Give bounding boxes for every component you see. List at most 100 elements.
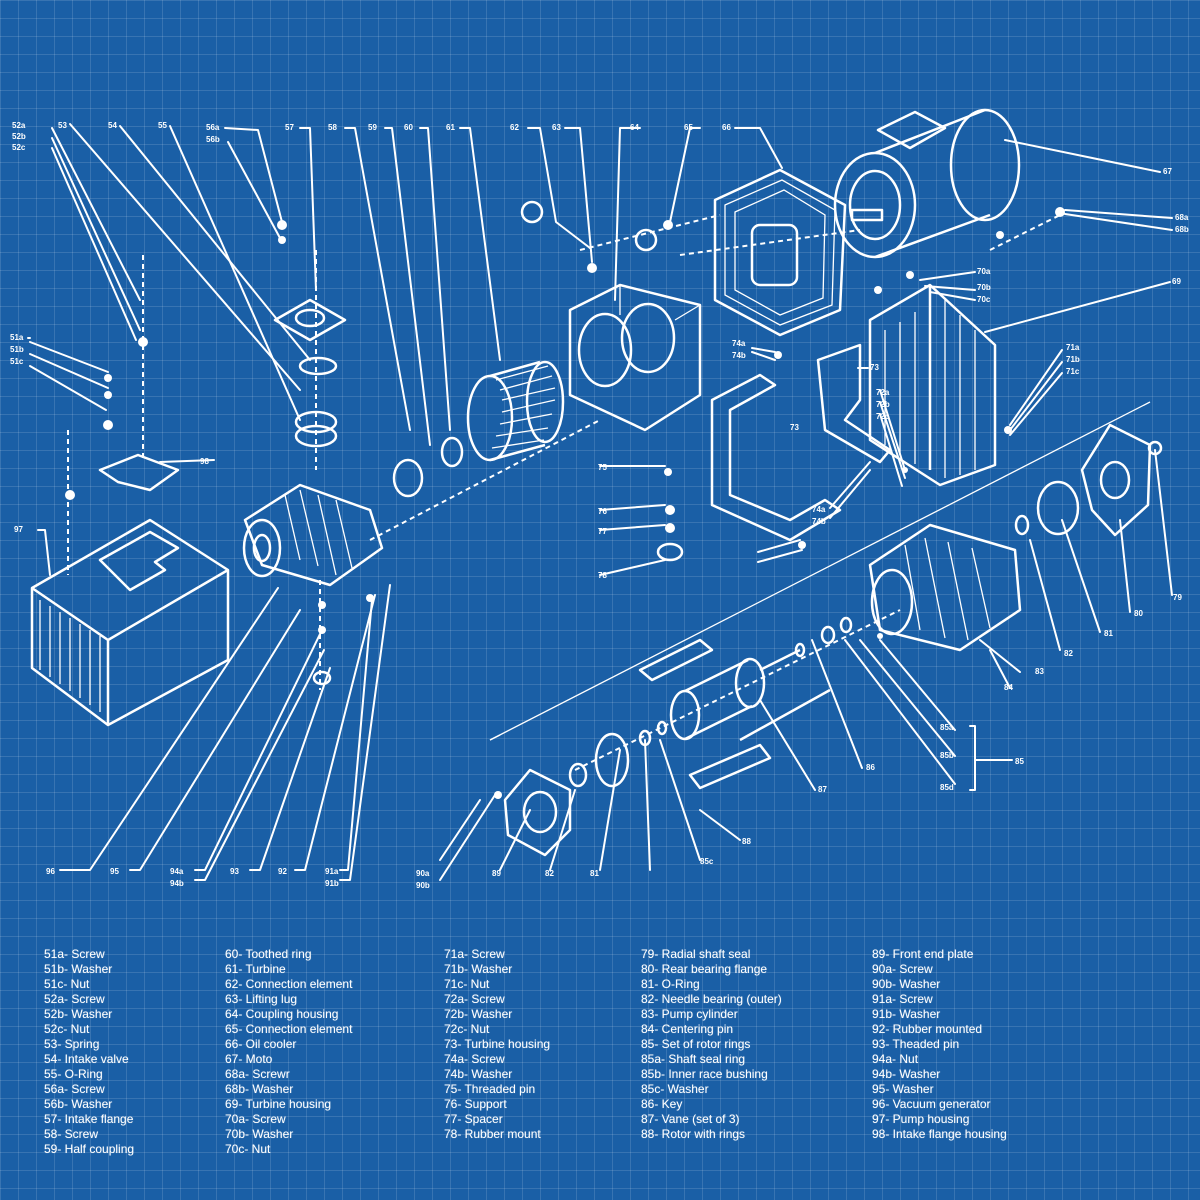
legend-item: 78- Rubber mount xyxy=(444,1127,541,1141)
label-94a: 94a xyxy=(170,867,184,876)
legend-item: 73- Turbine housing xyxy=(444,1037,551,1051)
label-67: 67 xyxy=(1163,167,1172,176)
legend-item: 59- Half coupling xyxy=(44,1142,135,1156)
legend-item: 60- Toothed ring xyxy=(225,947,312,961)
label-70a: 70a xyxy=(977,267,991,276)
legend-item: 56a- Screw xyxy=(44,1082,105,1096)
label-68b: 68b xyxy=(1175,225,1189,234)
label-64: 64 xyxy=(630,123,639,132)
label-94b: 94b xyxy=(170,879,184,888)
label-72b: 72b xyxy=(876,400,890,409)
label-52b: 52b xyxy=(12,132,26,141)
label-82-lower: 82 xyxy=(545,869,554,878)
legend-item: 87- Vane (set of 3) xyxy=(641,1112,740,1126)
label-52c: 52c xyxy=(12,143,26,152)
label-61: 61 xyxy=(446,123,455,132)
label-87: 87 xyxy=(818,785,827,794)
legend-item: 88- Rotor with rings xyxy=(641,1127,746,1141)
label-58: 58 xyxy=(328,123,337,132)
label-81-lower: 81 xyxy=(590,869,599,878)
label-74b: 74b xyxy=(732,351,746,360)
legend-item: 72c- Nut xyxy=(444,1022,490,1036)
part-87-vanes xyxy=(638,638,831,790)
legend-item: 70b- Washer xyxy=(225,1127,294,1141)
label-70b: 70b xyxy=(977,283,991,292)
label-76: 76 xyxy=(598,507,607,516)
label-90b: 90b xyxy=(416,881,430,890)
legend-item: 68b- Washer xyxy=(225,1082,294,1096)
label-70c: 70c xyxy=(977,295,991,304)
legend-item: 64- Coupling housing xyxy=(225,1007,339,1021)
label-81: 81 xyxy=(1104,629,1113,638)
legend-item: 98- Intake flange housing xyxy=(872,1127,1007,1141)
legend-item: 90b- Washer xyxy=(872,977,941,991)
legend-item: 72a- Screw xyxy=(444,992,505,1006)
label-52a: 52a xyxy=(12,121,26,130)
label-90a: 90a xyxy=(416,869,430,878)
legend-item: 84- Centering pin xyxy=(641,1022,734,1036)
label-86: 86 xyxy=(866,763,875,772)
label-77: 77 xyxy=(598,527,607,536)
label-72a: 72a xyxy=(876,388,890,397)
legend-item: 85c- Washer xyxy=(641,1082,709,1096)
legend-item: 62- Connection element xyxy=(225,977,353,991)
label-73b: 73 xyxy=(790,423,799,432)
legend-item: 72b- Washer xyxy=(444,1007,513,1021)
label-56b: 56b xyxy=(206,135,220,144)
label-92: 92 xyxy=(278,867,287,876)
legend-item: 71a- Screw xyxy=(444,947,505,961)
legend-item: 74a- Screw xyxy=(444,1052,505,1066)
label-51a: 51a xyxy=(10,333,24,342)
label-74a: 74a xyxy=(732,339,746,348)
part-69-turbine-housing xyxy=(868,283,997,487)
legend-item: 89- Front end plate xyxy=(872,947,974,961)
part-61-turbine xyxy=(466,360,565,462)
leader-lines xyxy=(27,123,1173,881)
label-84: 84 xyxy=(1004,683,1013,692)
part-fasteners xyxy=(65,200,1065,799)
legend-item: 94b- Washer xyxy=(872,1067,941,1081)
legend-item: 63- Lifting lug xyxy=(225,992,298,1006)
legend-item: 65- Connection element xyxy=(225,1022,353,1036)
legend-item: 80- Rear bearing flange xyxy=(641,962,768,976)
label-80: 80 xyxy=(1134,609,1143,618)
part-64-coupling-housing xyxy=(568,283,702,432)
legend-item: 57- Intake flange xyxy=(44,1112,134,1126)
legend-item: 52c- Nut xyxy=(44,1022,90,1036)
label-62: 62 xyxy=(510,123,519,132)
label-83: 83 xyxy=(1035,667,1044,676)
legend-item: 58- Screw xyxy=(44,1127,99,1141)
legend-item: 85a- Shaft seal ring xyxy=(641,1052,746,1066)
legend-item: 79- Radial shaft seal xyxy=(641,947,751,961)
part-60-toothed-ring xyxy=(392,436,464,498)
legend-item: 95- Washer xyxy=(872,1082,934,1096)
label-57: 57 xyxy=(285,123,294,132)
label-93: 93 xyxy=(230,867,239,876)
legend-item: 93- Theaded pin xyxy=(872,1037,960,1051)
label-98: 98 xyxy=(200,457,209,466)
label-97: 97 xyxy=(14,525,23,534)
legend-item: 55- O-Ring xyxy=(44,1067,103,1081)
legend-item: 52b- Washer xyxy=(44,1007,113,1021)
label-54: 54 xyxy=(108,121,117,130)
legend-item: 76- Support xyxy=(444,1097,507,1111)
label-85: 85 xyxy=(1015,757,1024,766)
part-57-intake-flange xyxy=(273,298,347,448)
label-71b: 71b xyxy=(1066,355,1080,364)
legend-item: 85- Set of rotor rings xyxy=(641,1037,751,1051)
legend-item: 77- Spacer xyxy=(444,1112,503,1126)
label-74a-2: 74a xyxy=(812,505,826,514)
legend-item: 51a- Screw xyxy=(44,947,105,961)
legend-item: 85b- Inner race bushing xyxy=(641,1067,768,1081)
part-number-labels: 52a 52b 52c 53 54 55 56a 56b 57 58 59 60… xyxy=(10,121,1189,890)
assembly-axes xyxy=(67,214,1151,771)
legend-item: 97- Pump housing xyxy=(872,1112,970,1126)
part-66-oil-cooler xyxy=(713,168,847,337)
label-66: 66 xyxy=(722,123,731,132)
legend-item: 86- Key xyxy=(641,1097,683,1111)
legend-item: 68a- Screwr xyxy=(225,1067,290,1081)
label-91b: 91b xyxy=(325,879,339,888)
part-67-motor xyxy=(833,108,1021,259)
